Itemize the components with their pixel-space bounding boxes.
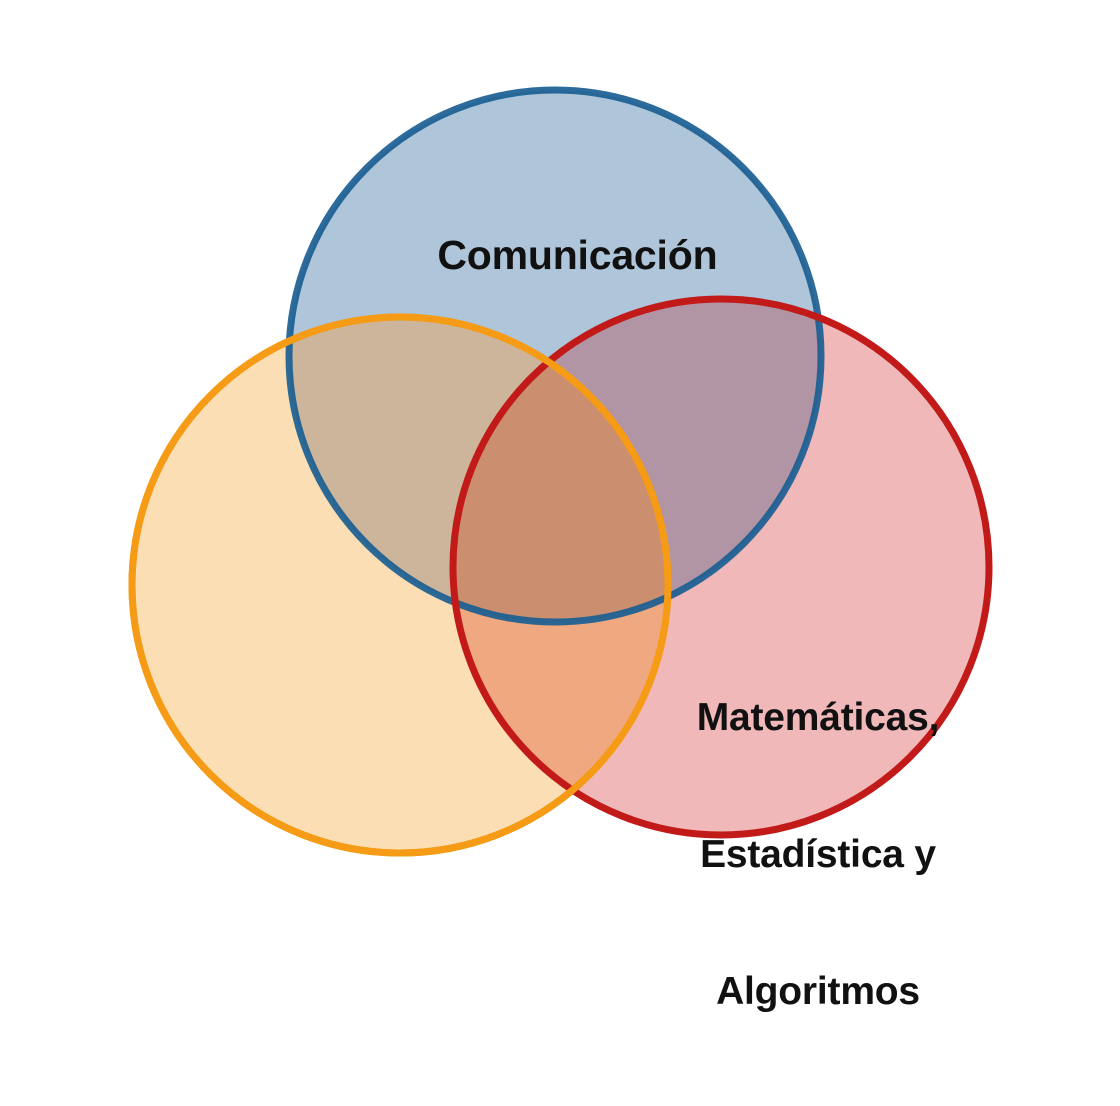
circle-stroke-comunicacion	[285, 86, 825, 626]
circle-stroke-programacion-top	[128, 313, 672, 857]
venn-circles-canvas	[128, 86, 993, 857]
venn-diagram: Comunicación Matemáticas, Estadística y …	[128, 86, 993, 1013]
circle-stroke-matematicas	[449, 295, 993, 839]
set-label-matematicas-line-3: Algoritmos	[716, 970, 920, 1013]
overlap-triple	[453, 317, 668, 622]
